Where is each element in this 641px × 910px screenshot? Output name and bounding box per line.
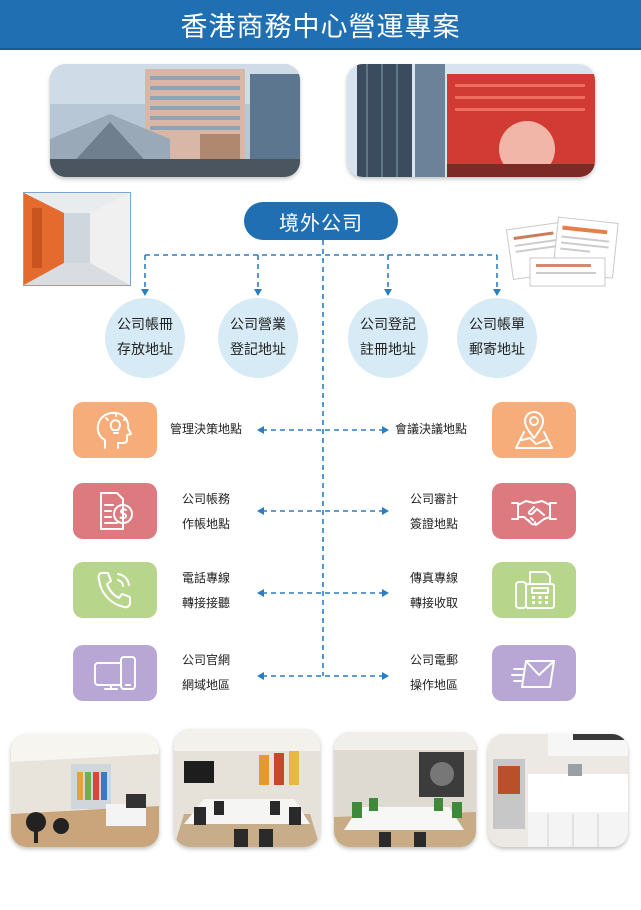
offshore-company-root: 境外公司: [244, 202, 398, 240]
office-photo-pantry: [488, 734, 628, 847]
devices-icon: [94, 656, 136, 690]
row2-right-label: 公司審計 簽證地點: [410, 487, 458, 537]
label-line2: 轉接接聽: [182, 596, 231, 610]
label-line2: 操作地區: [410, 678, 459, 692]
row1-right-icon-box: [492, 402, 576, 458]
label-line2: 作帳地點: [182, 517, 231, 531]
circle-line1: 公司營業: [230, 317, 286, 333]
label-line2: 網域地區: [182, 678, 231, 692]
map-pin-icon: [515, 411, 553, 449]
office-photo-meeting-room: [334, 732, 476, 847]
row3-left-label: 電話專線 轉接接聽: [182, 566, 230, 616]
building-photo-left: [50, 64, 300, 177]
label-line2: 簽證地點: [410, 517, 459, 531]
row2-left-label: 公司帳務 作帳地點: [182, 487, 230, 537]
row2-right-icon-box: [492, 483, 576, 539]
circle-line1: 公司帳單: [469, 317, 525, 333]
row3-left-icon-box: [73, 562, 157, 618]
row4-right-label: 公司電郵 操作地區: [410, 648, 458, 698]
row4-right-icon-box: [492, 645, 576, 701]
row4-left-icon-box: [73, 645, 157, 701]
row1-right-label: 會議決議地點: [395, 422, 468, 436]
label-line1: 電話專線: [182, 571, 231, 585]
fax-icon: [515, 571, 555, 609]
office-photo-boardroom: [174, 729, 320, 847]
circle-line1: 公司登記: [360, 317, 416, 333]
documents-image: [500, 210, 630, 292]
header-banner: 香港商務中心營運專案: [0, 0, 641, 50]
building-photo-right: [347, 64, 595, 177]
envelope-icon: [511, 660, 555, 688]
label-line1: 公司帳務: [182, 492, 231, 506]
label-line1: 傳真專線: [410, 571, 459, 585]
office-photo-reception: [11, 734, 159, 847]
label-line1: 公司官網: [182, 653, 231, 667]
label-line1: 公司電郵: [410, 653, 459, 667]
row2-left-icon-box: [73, 483, 157, 539]
phone-icon: [97, 572, 131, 609]
row4-left-label: 公司官網 網域地區: [182, 648, 230, 698]
address-circle-mailing: 公司帳單 郵寄地址: [457, 298, 537, 378]
circle-line2: 註冊地址: [360, 342, 416, 358]
address-circle-books: 公司帳冊 存放地址: [105, 298, 185, 378]
address-circle-registration: 公司登記 註冊地址: [348, 298, 428, 378]
invoice-dollar-icon: [100, 492, 133, 530]
corridor-photo: [23, 192, 131, 286]
address-circle-business: 公司營業 登記地址: [218, 298, 298, 378]
circle-line1: 公司帳冊: [117, 317, 173, 333]
circle-line2: 登記地址: [230, 342, 286, 358]
row3-right-label: 傳真專線 轉接收取: [410, 566, 458, 616]
handshake-icon: [511, 500, 557, 526]
circle-line2: 存放地址: [117, 342, 173, 358]
row3-right-icon-box: [492, 562, 576, 618]
row1-left-label: 管理決策地點: [170, 422, 243, 436]
label-line2: 轉接收取: [410, 596, 459, 610]
circle-line2: 郵寄地址: [469, 342, 525, 358]
label-line1: 公司審計: [410, 492, 459, 506]
page-title: 香港商務中心營運專案: [180, 11, 461, 43]
row1-left-icon-box: [73, 402, 157, 458]
head-lightbulb-icon: [96, 411, 132, 449]
